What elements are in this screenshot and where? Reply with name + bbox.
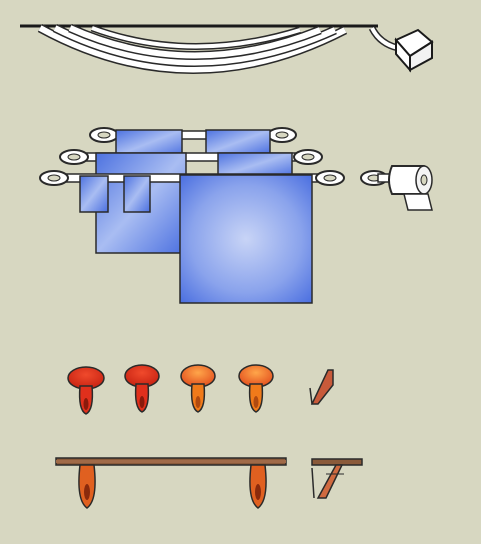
- curved-ceiling-hose-icon: [20, 23, 434, 74]
- wall-shelf-with-hooks-icon: [55, 457, 287, 509]
- towel: [217, 152, 293, 178]
- shelf-bracket-icon: [311, 458, 363, 499]
- towel: [205, 129, 271, 155]
- towel: [115, 129, 183, 157]
- shelf-bracket-icon: [309, 369, 334, 405]
- plug-icon: [394, 28, 434, 73]
- bath-towel: [179, 174, 313, 304]
- robe-hook-icon: [124, 364, 160, 413]
- washcloth: [79, 175, 109, 213]
- robe-hook-icon: [238, 364, 274, 413]
- washcloth: [123, 175, 151, 213]
- triple-towel-rack-icon: [39, 127, 345, 304]
- robe-hook-icon: [180, 364, 216, 413]
- robe-hook-icon: [67, 366, 105, 415]
- toilet-paper-holder-icon: [360, 165, 433, 211]
